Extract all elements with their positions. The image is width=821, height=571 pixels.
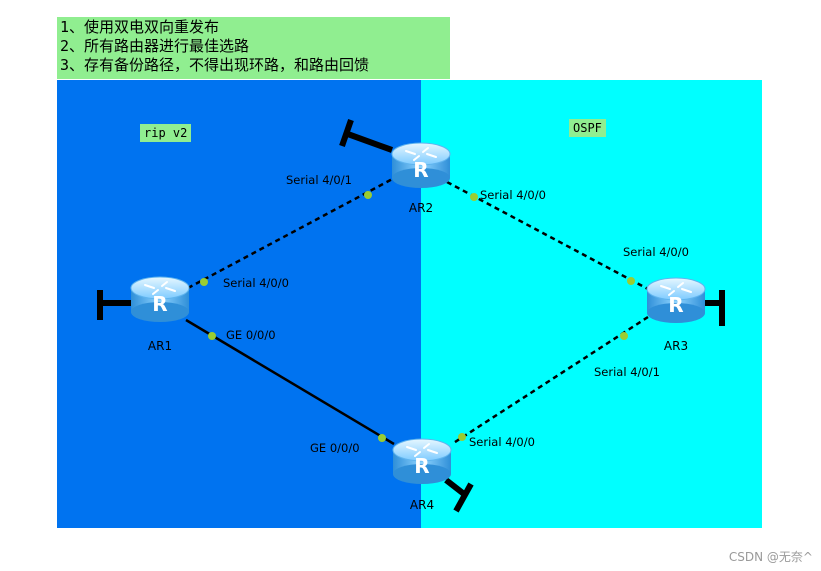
router-label-ar2: AR2 — [409, 201, 433, 215]
interface-label: Serial 4/0/0 — [623, 245, 689, 259]
router-label-ar4: AR4 — [410, 498, 434, 512]
router-icon — [130, 276, 190, 323]
router-icon — [392, 438, 452, 485]
port-dot — [378, 434, 386, 442]
router-label-ar1: AR1 — [148, 339, 172, 353]
link-ar1-ar2 — [187, 174, 399, 290]
port-dot — [200, 278, 208, 286]
watermark: CSDN @无奈^ — [728, 550, 813, 564]
interface-label: Serial 4/0/0 — [469, 435, 535, 449]
interface-label: Serial 4/0/1 — [286, 173, 352, 187]
interface-label: Serial 4/0/1 — [594, 365, 660, 379]
interface-label: GE 0/0/0 — [310, 441, 360, 455]
interface-label: Serial 4/0/0 — [223, 276, 289, 290]
link-ar2-ar3 — [446, 180, 649, 291]
loopback-stub-ar3 — [705, 290, 725, 326]
router-ar4[interactable] — [392, 438, 452, 485]
requirements-note: 1、使用双电双向重发布 2、所有路由器进行最佳选路 3、存有备份路径，不得出现环… — [57, 17, 450, 79]
port-dot — [208, 332, 216, 340]
rip-area-label: rip v2 — [140, 124, 192, 142]
port-dot — [627, 277, 635, 285]
port-dot — [620, 332, 628, 340]
router-icon — [391, 142, 451, 189]
requirement-line-3: 3、存有备份路径，不得出现环路，和路由回馈 — [60, 56, 370, 74]
router-icon — [646, 277, 706, 324]
router-label-ar3: AR3 — [664, 339, 688, 353]
link-ar3-ar4 — [451, 315, 649, 446]
router-ar2[interactable] — [391, 142, 451, 189]
loopback-stub-ar2 — [339, 119, 394, 153]
link-ar1-ar4 — [185, 318, 395, 446]
requirement-line-2: 2、所有路由器进行最佳选路 — [60, 37, 250, 55]
loopback-stub-ar1 — [97, 290, 132, 320]
router-ar1[interactable] — [130, 276, 190, 323]
router-ar3[interactable] — [646, 277, 706, 324]
ospf-area-label: OSPF — [569, 119, 606, 137]
requirement-line-1: 1、使用双电双向重发布 — [60, 18, 220, 36]
loopback-stub-ar4 — [444, 477, 474, 513]
port-dot — [364, 191, 372, 199]
port-dot — [470, 193, 478, 201]
port-dot — [458, 433, 466, 441]
interface-label: Serial 4/0/0 — [480, 188, 546, 202]
interface-label: GE 0/0/0 — [226, 328, 276, 342]
